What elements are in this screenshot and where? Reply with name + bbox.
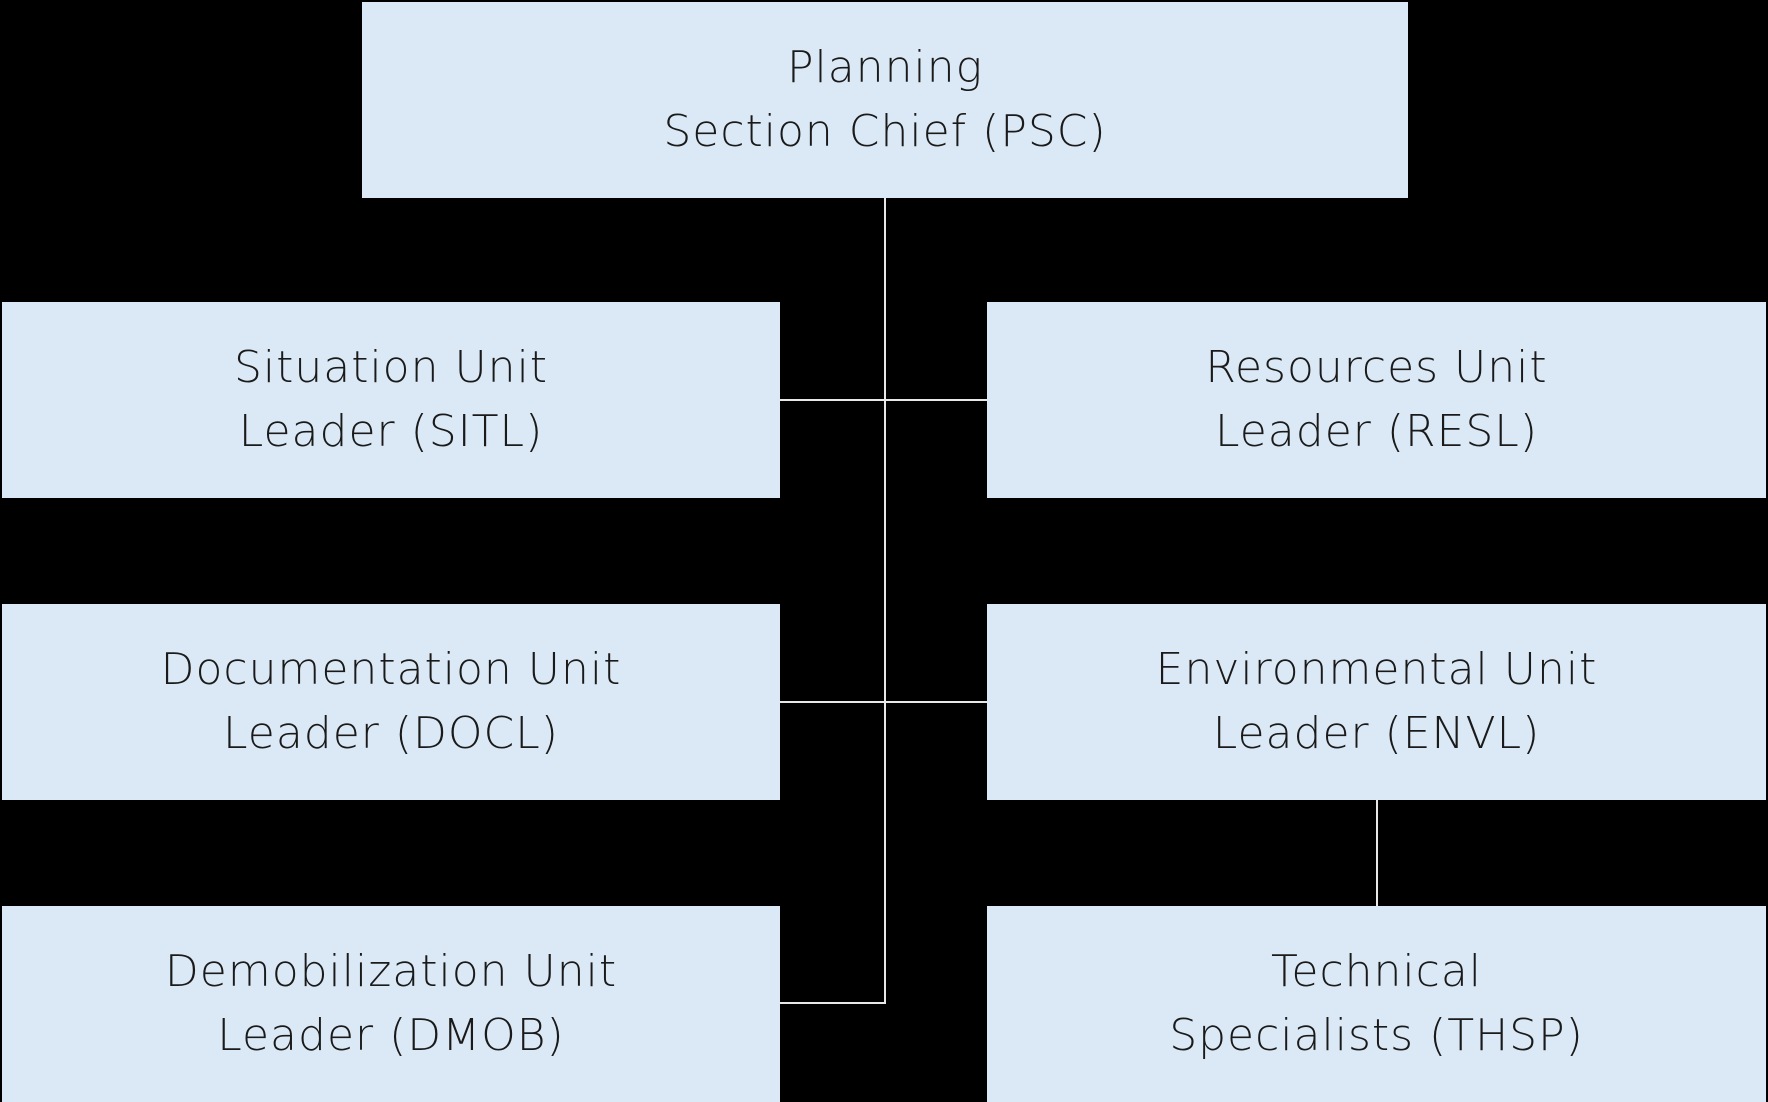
node-planning-section-chief: Planning Section Chief (PSC) — [362, 2, 1408, 198]
node-documentation-unit-leader: Documentation Unit Leader (DOCL) — [2, 604, 780, 800]
node-situation-unit-leader: Situation Unit Leader (SITL) — [2, 302, 780, 498]
node-label-sitl: Situation Unit Leader (SITL) — [233, 342, 549, 457]
node-resources-unit-leader: Resources Unit Leader (RESL) — [987, 302, 1766, 498]
node-label-docl: Documentation Unit Leader (DOCL) — [160, 644, 622, 759]
node-demobilization-unit-leader: Demobilization Unit Leader (DMOB) — [2, 906, 780, 1102]
node-technical-specialists: Technical Specialists (THSP) — [987, 906, 1766, 1102]
node-label-resl: Resources Unit Leader (RESL) — [1205, 342, 1548, 457]
node-label-dmob: Demobilization Unit Leader (DMOB) — [164, 946, 618, 1061]
node-label-envl: Environmental Unit Leader (ENVL) — [1155, 644, 1598, 759]
node-label-psc: Planning Section Chief (PSC) — [663, 42, 1107, 157]
node-environmental-unit-leader: Environmental Unit Leader (ENVL) — [987, 604, 1766, 800]
node-label-thsp: Technical Specialists (THSP) — [1169, 946, 1584, 1061]
